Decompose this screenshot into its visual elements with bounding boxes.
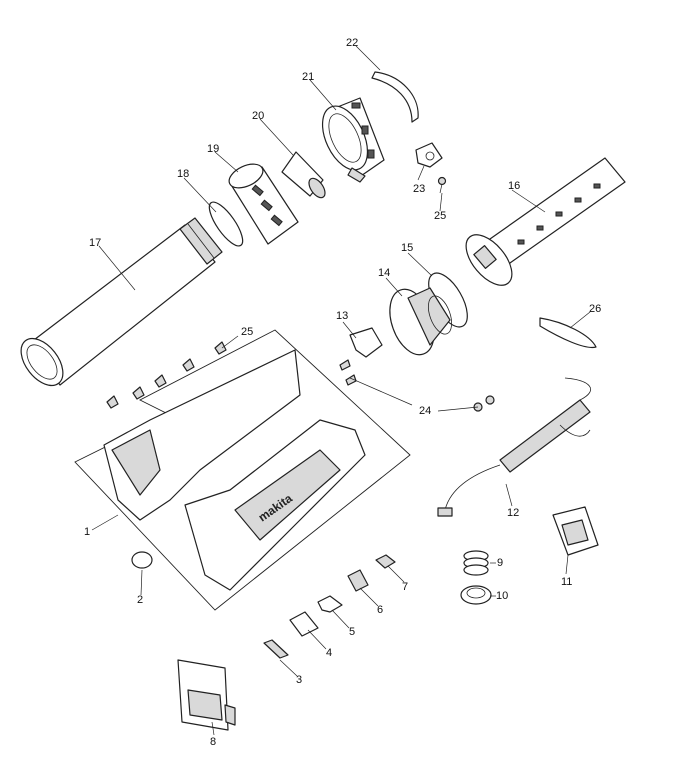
leader-lines	[91, 45, 591, 736]
callout-11: 11	[561, 576, 573, 588]
callout-14: 14	[378, 267, 391, 279]
part-13-switch-bracket	[349, 327, 383, 358]
callout-7: 7	[402, 581, 409, 593]
callout-24: 24	[419, 405, 432, 417]
part-3-strip	[263, 639, 289, 659]
callout-9: 9	[497, 557, 504, 569]
callout-26: 26	[589, 303, 602, 315]
part-10-cap	[460, 585, 492, 605]
callout-17: 17	[89, 237, 102, 249]
callout-5: 5	[349, 626, 356, 638]
part-4-switch	[289, 611, 319, 637]
part-25-screws-lower	[106, 341, 227, 409]
callout-19: 19	[207, 143, 220, 155]
part-22-clip	[371, 71, 419, 123]
callout-16: 16	[508, 180, 521, 192]
callout-8: 8	[210, 736, 217, 748]
callout-25-upper: 25	[434, 210, 447, 222]
part-9-spring	[463, 550, 489, 576]
part-8-controller	[177, 659, 236, 731]
callout-1: 1	[84, 526, 91, 538]
part-19-ring	[228, 163, 299, 245]
callout-20: 20	[252, 110, 265, 122]
callout-21: 21	[302, 71, 315, 83]
part-21-nozzle-housing	[321, 97, 385, 183]
part-14-flange	[389, 287, 453, 356]
callout-22: 22	[346, 37, 359, 49]
part-12-harness	[437, 377, 592, 517]
callout-2: 2	[137, 594, 144, 606]
part-7-cube	[375, 554, 396, 569]
part-23-bracket	[415, 142, 443, 168]
callout-18: 18	[177, 168, 190, 180]
part-18-oring	[208, 201, 244, 247]
callout-15: 15	[401, 242, 414, 254]
part-6-block	[347, 569, 369, 592]
part-11-terminal-block	[552, 506, 599, 556]
part-2-ring	[131, 551, 153, 569]
part-17-tube	[20, 217, 223, 387]
callout-13: 13	[336, 310, 349, 322]
callout-6: 6	[377, 604, 384, 616]
callout-10: 10	[496, 590, 509, 602]
callout-3: 3	[296, 674, 303, 686]
part-26-cap	[539, 317, 597, 349]
part-24-screws	[339, 359, 495, 412]
callout-25-lower: 25	[241, 326, 254, 338]
part-1-housing: makita	[103, 349, 366, 591]
part-25-screw-upper	[437, 176, 447, 194]
part-20-cone	[281, 151, 326, 199]
callout-4: 4	[326, 647, 333, 659]
callout-12: 12	[507, 507, 520, 519]
part-16-handle-tube	[465, 157, 626, 286]
callout-23: 23	[413, 183, 426, 195]
part-5-lever	[317, 595, 343, 613]
